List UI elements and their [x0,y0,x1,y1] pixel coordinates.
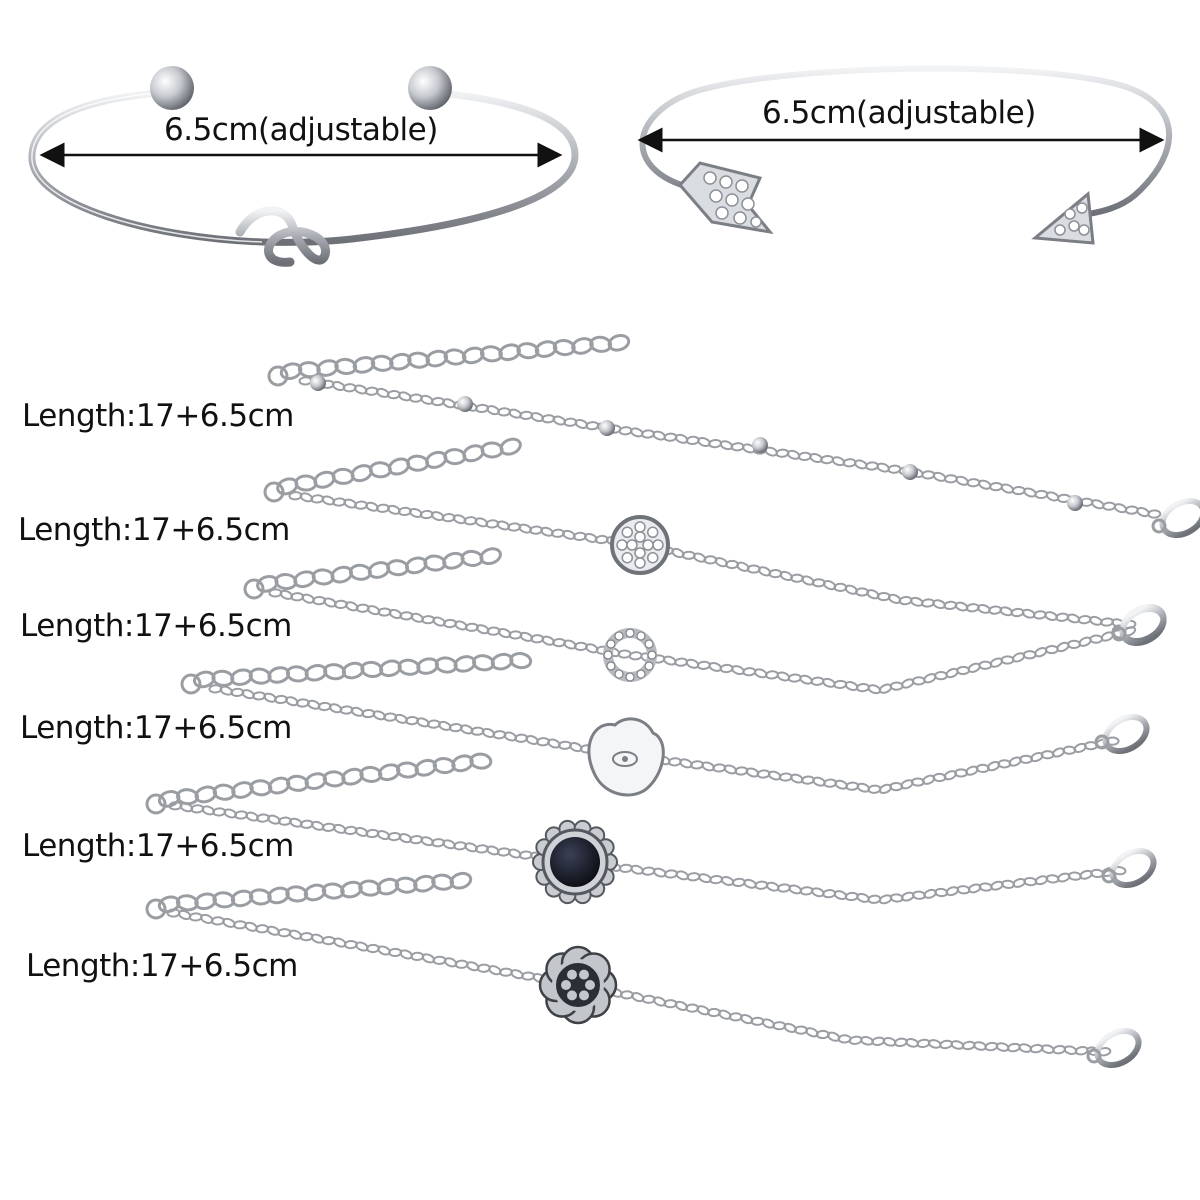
fine-chain [288,491,642,550]
fine-chain [166,908,580,989]
lobster-clasp [1094,713,1150,755]
fine-chain [268,588,632,659]
knot-charm [235,206,330,267]
chain-length-label: Length:17+6.5cm [22,398,294,434]
chain-extender [276,437,522,496]
chain-bracelet-crystal-disc [263,437,1137,630]
fine-chain [848,1035,1112,1057]
hamsa-hand-pendant [587,717,665,797]
bangle-size-label: 6.5cm(adjustable) [762,95,1036,131]
arrow-cuff-bangle [637,65,1172,245]
chain-bracelets [145,333,1200,1069]
lobster-clasp [1101,847,1157,889]
fine-chain [168,801,577,866]
bead [599,420,615,436]
chain-length-label: Length:17+6.5cm [22,828,294,864]
fine-chain [618,426,902,474]
chain-bracelet-filigree-flower [145,871,1112,1057]
bead [752,437,768,453]
jump-ring [145,793,167,815]
chain-bracelet-hamsa-hand [180,651,1120,794]
chain-extender [256,547,502,593]
chain-length-label: Length:17+6.5cm [18,512,290,548]
fine-chain [878,736,1120,794]
chain-extender [279,333,631,381]
bead [457,396,473,412]
cuff-end-ball [150,66,194,110]
lobster-clasp [1151,497,1200,539]
fine-chain [898,466,1162,519]
chain-bracelet-crystal-ring [243,547,1137,695]
knot-cuff-bangle [28,66,579,267]
chain-extender [157,752,493,808]
jump-ring [263,481,285,503]
arrow-head-charm [1031,191,1095,245]
fine-chain [638,541,902,604]
arrow-feather-charm [677,161,774,235]
jump-ring [180,673,202,695]
chain-length-label: Length:17+6.5cm [20,710,292,746]
crystal-ring-pendant [603,628,657,682]
chain-length-label: Length:17+6.5cm [26,948,298,984]
lobster-clasp [1111,605,1167,647]
chain-length-label: Length:17+6.5cm [20,608,292,644]
chain-extender [192,651,533,689]
filigree-flower-pendant [538,945,618,1025]
black-stone-flower-pendant [532,819,618,905]
jump-ring [243,578,265,600]
fine-chain [878,866,1127,905]
fine-chain [628,651,882,695]
lobster-clasp [1086,1027,1142,1069]
bangle-size-label: 6.5cm(adjustable) [164,112,438,148]
jump-ring [145,898,167,920]
fine-chain [576,981,852,1044]
fine-chain [573,858,882,904]
bead [310,375,326,391]
bead [1067,495,1083,511]
fine-chain [898,595,1137,630]
jump-ring [267,365,289,387]
cuff-end-ball [408,66,452,110]
fine-chain [878,626,1137,694]
chain-bracelet-beads [267,333,1162,519]
chain-extender [157,871,473,914]
bead [902,464,918,480]
crystal-disc-pendant [610,515,670,575]
